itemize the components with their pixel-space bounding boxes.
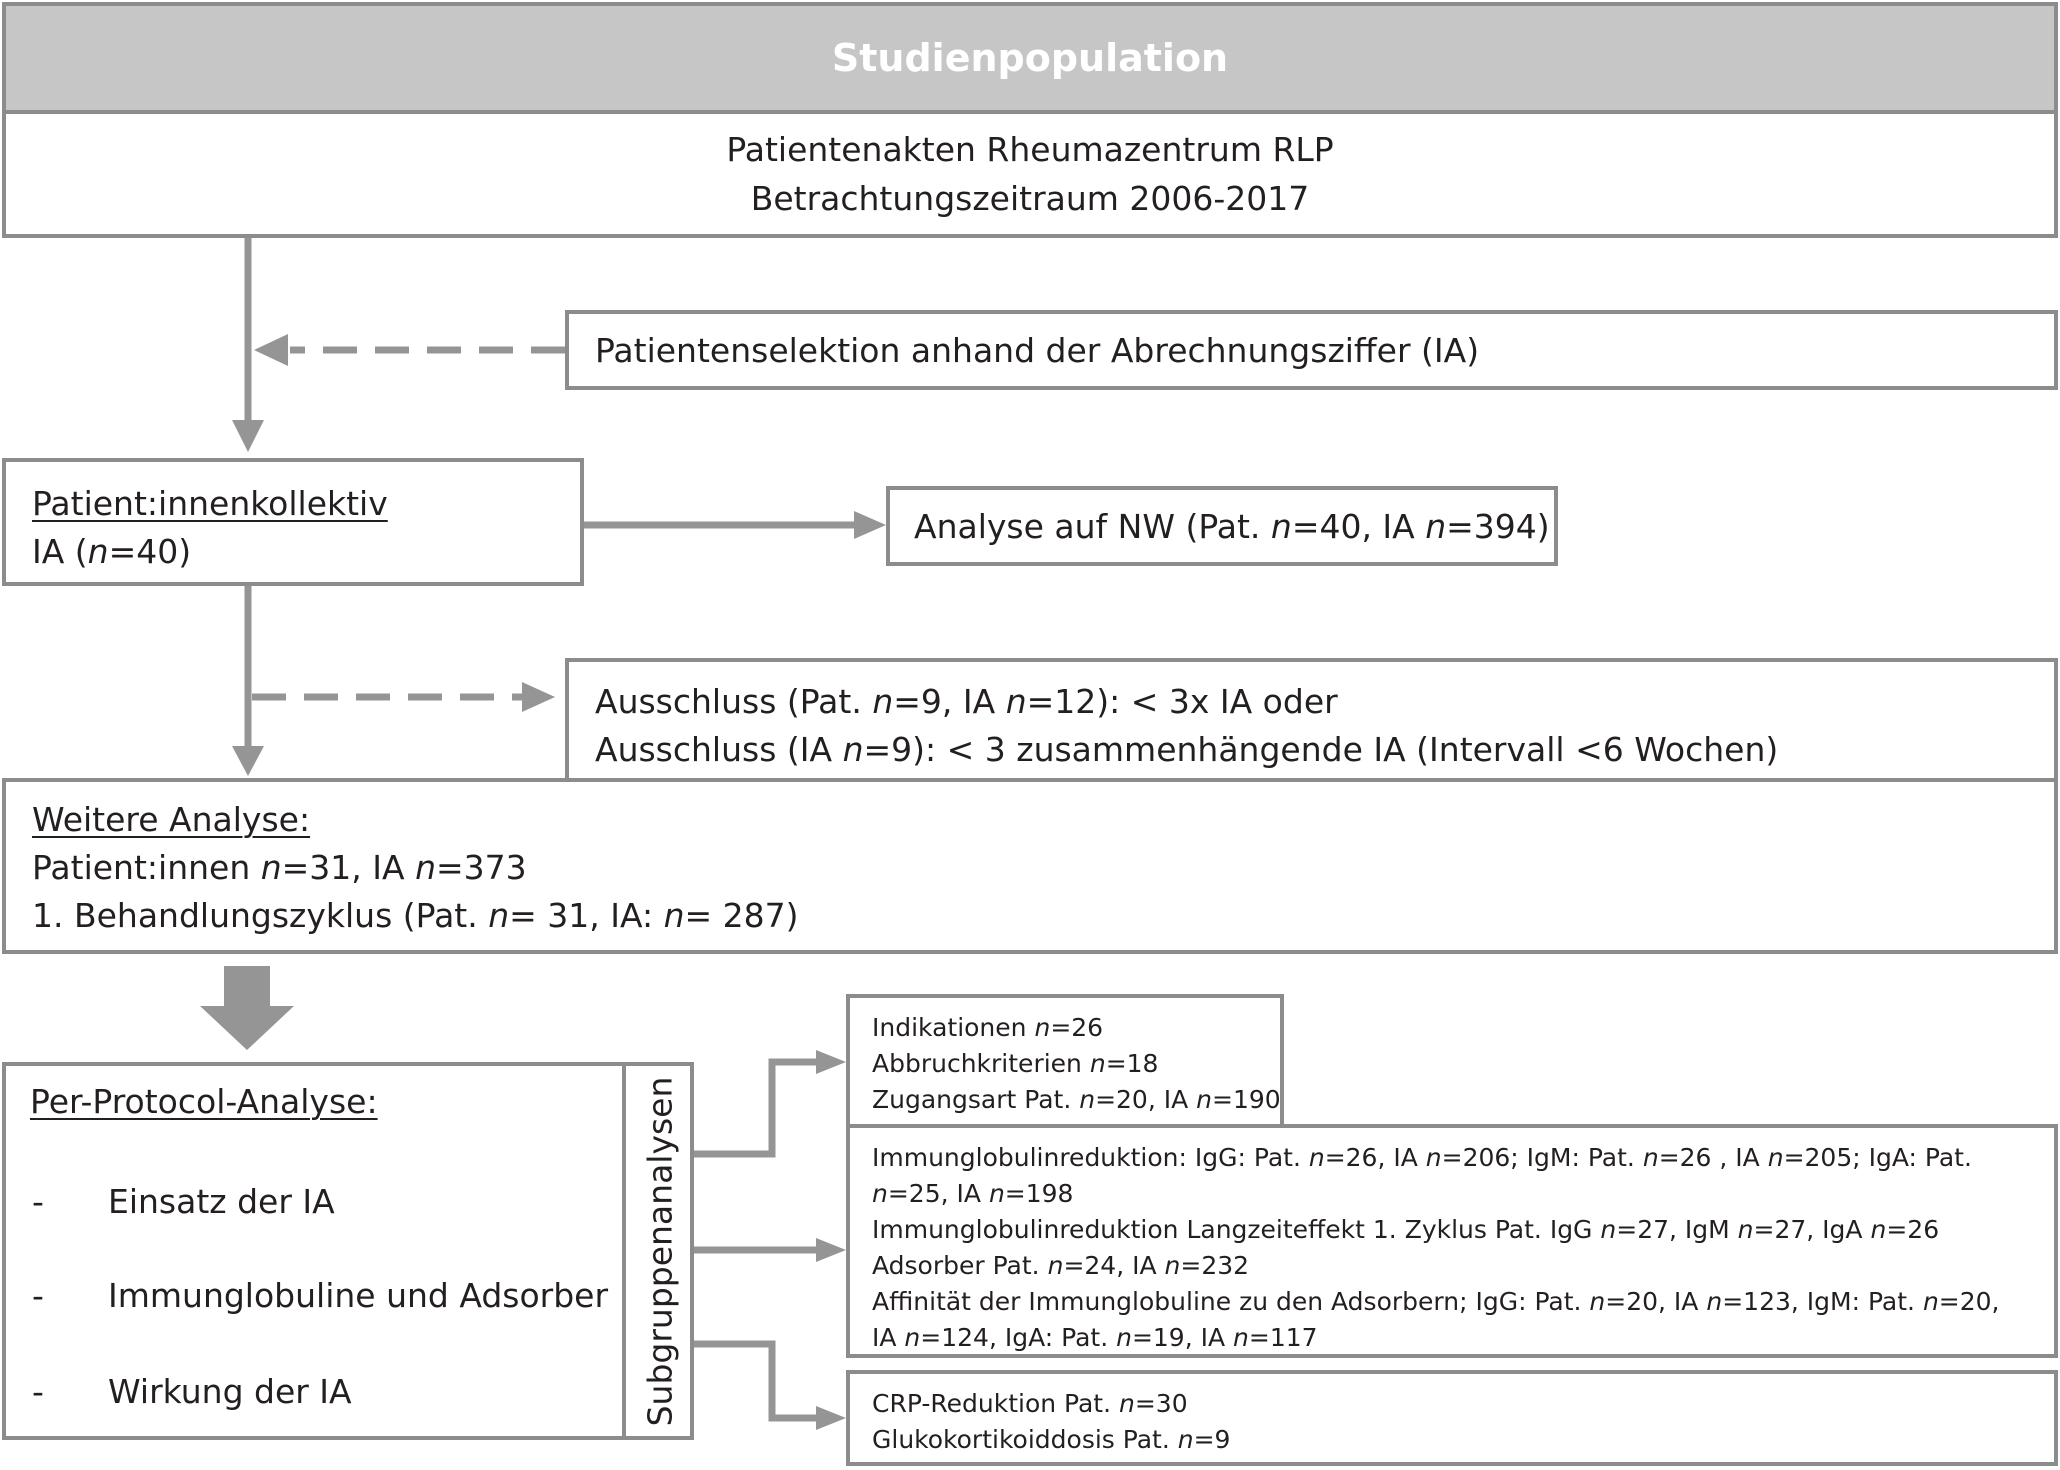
further-analysis-line-1: Patient:innen n=31, IA n=373	[32, 848, 527, 887]
subgroup-1-line: Zugangsart Pat. n=20, IA n=190	[872, 1085, 1281, 1114]
subgroup-1-line: Abbruchkriterien n=18	[872, 1049, 1159, 1078]
nw-analysis-text: Analyse auf NW (Pat. n=40, IA n=394)	[914, 506, 1550, 546]
per-protocol-divider	[622, 1066, 626, 1436]
subgroup-2-paragraph: Immunglobulinreduktion: IgG: Pat. n=26, …	[872, 1143, 1972, 1208]
exclusion-line-2: Ausschluss (IA n=9): < 3 zusammenhängend…	[595, 730, 1779, 769]
exclusion-line-1: Ausschluss (Pat. n=9, IA n=12): < 3x IA …	[595, 682, 1338, 721]
subgroup-1-line: Indikationen n=26	[872, 1013, 1104, 1042]
per-protocol-item: -Einsatz der IA	[32, 1182, 335, 1221]
kollektiv-title: Patient:innenkollektiv	[32, 484, 388, 523]
per-protocol-box: Per-Protocol-Analyse: -Einsatz der IA -I…	[2, 1062, 694, 1440]
selection-text: Patientenselektion anhand der Abrechnung…	[595, 330, 1480, 370]
subgroup-3-line: CRP-Reduktion Pat. n=30	[872, 1389, 1188, 1418]
subgroup-2-paragraph: Immunglobulinreduktion Langzeiteffekt 1.…	[872, 1215, 1940, 1244]
arrowhead-kollektiv	[232, 420, 264, 452]
arrowhead-selection	[254, 334, 288, 366]
subgroup-box-3: CRP-Reduktion Pat. n=30 Glukokortikoiddo…	[846, 1370, 2058, 1466]
subgroup-box-2: Immunglobulinreduktion: IgG: Pat. n=26, …	[846, 1124, 2058, 1358]
subgroup-box-1: Indikationen n=26 Abbruchkriterien n=18 …	[846, 994, 1284, 1128]
further-analysis-title: Weitere Analyse:	[32, 800, 311, 839]
arrowhead-nw	[854, 511, 886, 539]
arrowhead-sub3	[816, 1406, 846, 1430]
arrowhead-weitere	[232, 746, 264, 776]
nw-analysis-box: Analyse auf NW (Pat. n=40, IA n=394)	[886, 486, 1558, 566]
subgroup-3-line: Glukokortikoiddosis Pat. n=9	[872, 1425, 1231, 1454]
per-protocol-item: -Wirkung der IA	[32, 1372, 352, 1411]
subgroup-side-label: Subgruppenanalysen	[640, 1076, 680, 1426]
connector-ppa-to-sub1	[694, 1058, 816, 1158]
block-arrow-to-ppa	[200, 966, 294, 1050]
further-analysis-box: Weitere Analyse: Patient:innen n=31, IA …	[2, 778, 2058, 954]
source-box: Patientenakten Rheumazentrum RLP Betrach…	[2, 110, 2058, 238]
connector-ppa-to-sub3	[694, 1340, 816, 1422]
arrowhead-sub2	[816, 1238, 846, 1262]
exclusion-box: Ausschluss (Pat. n=9, IA n=12): < 3x IA …	[565, 658, 2058, 784]
arrowhead-exclusion	[522, 682, 555, 712]
further-analysis-line-2: 1. Behandlungszyklus (Pat. n= 31, IA: n=…	[32, 896, 799, 935]
arrowhead-sub1	[816, 1050, 846, 1074]
selection-box: Patientenselektion anhand der Abrechnung…	[565, 310, 2058, 390]
header-box: Studienpopulation	[2, 2, 2058, 114]
subgroup-2-paragraph: Affinität der Immunglobuline zu den Adso…	[872, 1287, 2000, 1352]
source-line-2: Betrachtungszeitraum 2006-2017	[750, 179, 1310, 218]
source-line-1: Patientenakten Rheumazentrum RLP	[726, 130, 1334, 169]
subgroup-2-paragraph: Adsorber Pat. n=24, IA n=232	[872, 1251, 1250, 1280]
kollektiv-count: IA (n=40)	[32, 532, 192, 571]
header-title: Studienpopulation	[831, 36, 1229, 80]
per-protocol-item: -Immunglobuline und Adsorber	[32, 1276, 609, 1315]
per-protocol-title: Per-Protocol-Analyse:	[30, 1082, 378, 1121]
kollektiv-box: Patient:innenkollektiv IA (n=40)	[2, 458, 584, 586]
